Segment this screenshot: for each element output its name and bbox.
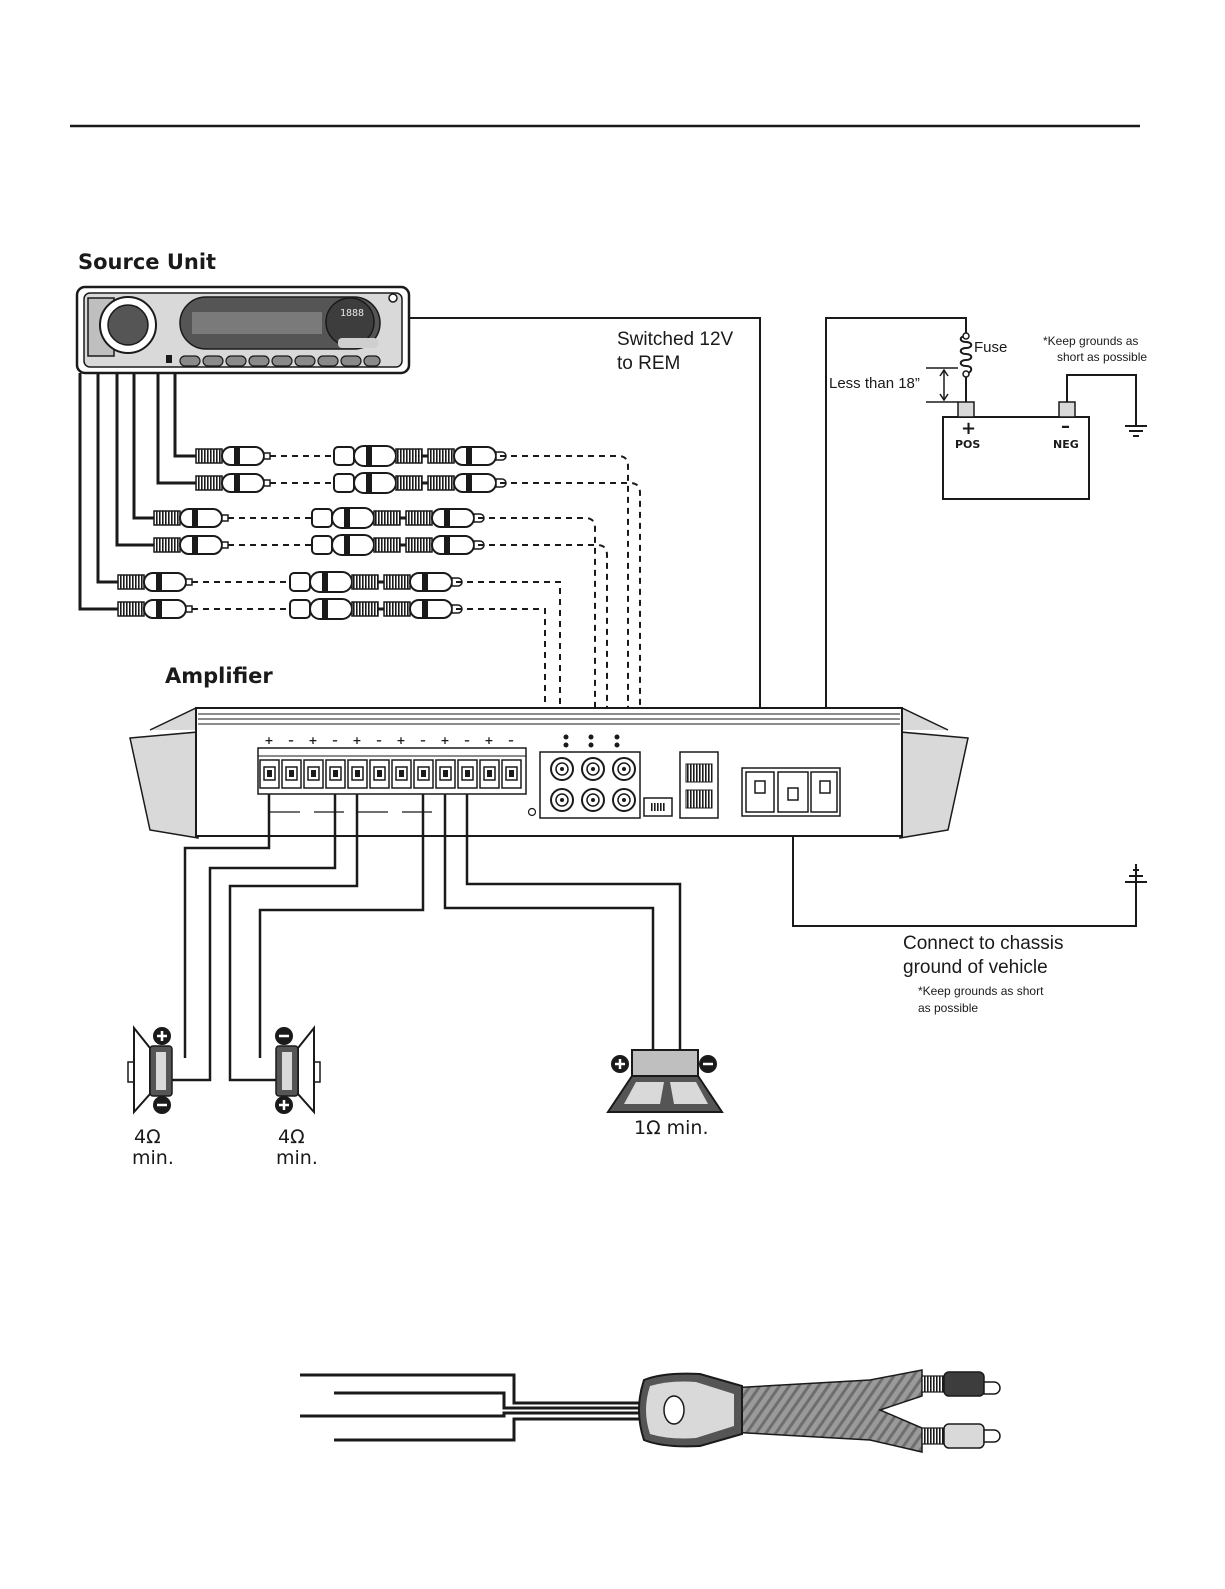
polarity-6: – [376, 734, 382, 747]
polarity-4: – [332, 734, 338, 747]
polarity-1: + [264, 734, 273, 747]
sub-ohm: 1Ω min. [634, 1117, 709, 1139]
chassis-ground-icon [1125, 864, 1147, 882]
source-unit-title: Source Unit [78, 250, 216, 274]
neg-label: NEG [1053, 438, 1079, 451]
head-unit-icon: 1888 [77, 287, 409, 373]
ground-icon [1125, 412, 1147, 436]
neg-sign: – [1061, 416, 1070, 437]
polarity-5: + [352, 734, 361, 747]
polarity-7: + [396, 734, 405, 747]
dimension-marker [926, 368, 958, 402]
polarity-10: – [464, 734, 470, 747]
speaker-left-ohm: 4Ω [134, 1126, 161, 1148]
less-than-label: Less than 18” [829, 375, 920, 392]
head-unit-display: 1888 [340, 308, 364, 319]
pos-label: POS [955, 438, 980, 451]
keep-grounds-top-line1: *Keep grounds as [1043, 333, 1138, 349]
polarity-9: + [440, 734, 449, 747]
keep-grounds-bottom-line2: as possible [918, 1000, 978, 1016]
polarity-2: – [288, 734, 294, 747]
y-adapter-icon [300, 1370, 1000, 1452]
fuse-icon [961, 336, 972, 374]
speaker-right-min: min. [276, 1147, 318, 1169]
pos-sign: + [961, 418, 976, 439]
polarity-3: + [308, 734, 317, 747]
chassis-label-line2: ground of vehicle [903, 955, 1048, 980]
speaker-icon-right [275, 1027, 320, 1114]
speaker-left-min: min. [132, 1147, 174, 1169]
polarity-8: – [420, 734, 426, 747]
chassis-label-line1: Connect to chassis [903, 931, 1064, 956]
rca-coupler-icon [290, 445, 422, 620]
switched-label-line1: Switched 12V [617, 327, 733, 352]
switched-label-line2: to REM [617, 351, 680, 376]
fuse-label: Fuse [974, 339, 1007, 356]
rca-plug-icon [118, 446, 270, 619]
polarity-11: + [484, 734, 493, 747]
subwoofer-icon [608, 1050, 722, 1112]
speaker-icon [128, 1027, 172, 1114]
rca-plug-far-icon [384, 446, 506, 619]
polarity-12: – [508, 734, 514, 747]
dashed-input-runs [456, 456, 640, 738]
speaker-right-ohm: 4Ω [278, 1126, 305, 1148]
amplifier-icon [130, 708, 968, 838]
keep-grounds-bottom-line1: *Keep grounds as short [918, 983, 1043, 999]
amplifier-title: Amplifier [165, 664, 273, 688]
keep-grounds-top-line2: short as possible [1057, 349, 1147, 365]
